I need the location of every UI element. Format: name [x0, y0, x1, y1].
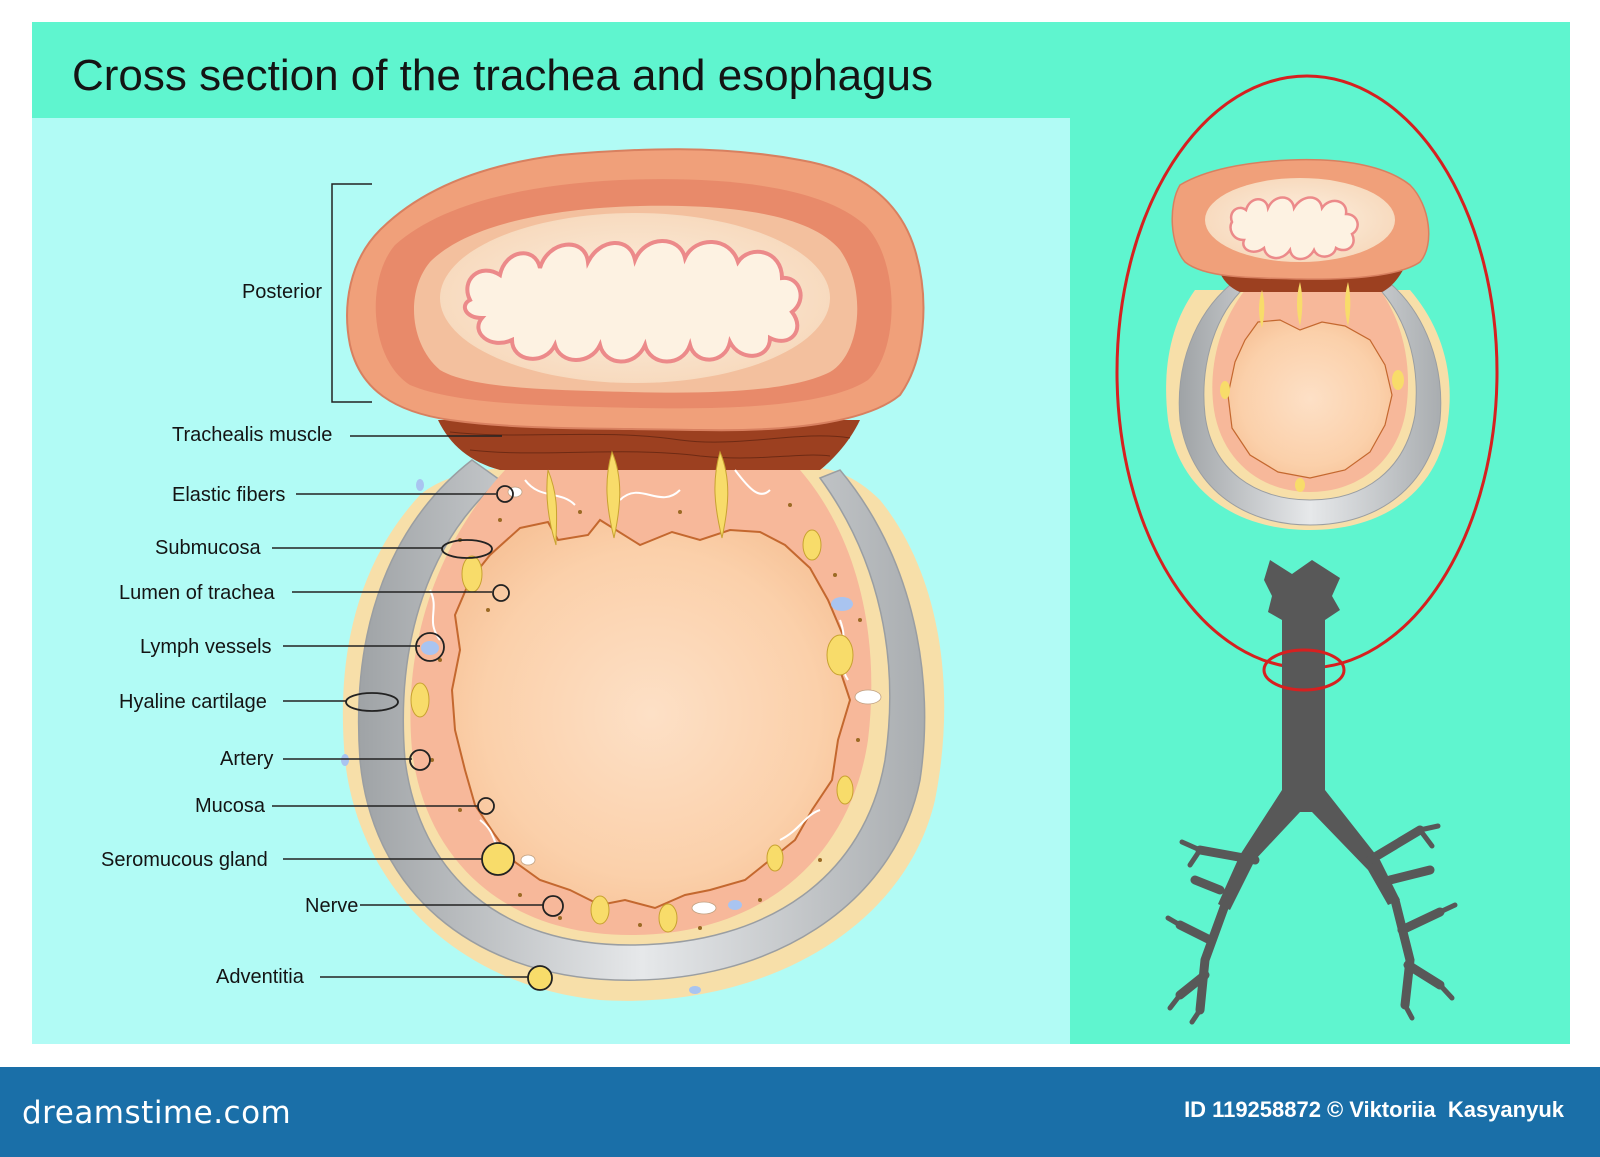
- trachealis-fibers: [449, 431, 851, 459]
- label-lymph-vessels: Lymph vessels: [140, 636, 272, 658]
- marker-adventitia: [527, 965, 553, 991]
- bronchial-twigs: [1165, 823, 1458, 1025]
- label-nerve: Nerve: [305, 895, 358, 917]
- author-name: Viktoriia Kasyanyuk: [1349, 1097, 1564, 1122]
- marker-gland: [481, 842, 515, 876]
- label-hyaline-cartilage: Hyaline cartilage: [119, 691, 267, 713]
- marker-lumen: [492, 584, 510, 602]
- marker-cartilage: [345, 692, 399, 712]
- mini-cartilage: [1178, 284, 1442, 526]
- bronchial-branches: [1175, 825, 1445, 1015]
- label-elastic-fibers: Elastic fibers: [172, 484, 285, 506]
- mini-cross-section: [1166, 158, 1450, 530]
- trachea-cross-section: [341, 420, 945, 1001]
- marker-artery: [409, 749, 431, 771]
- label-adventitia: Adventitia: [216, 966, 305, 988]
- trachea-level-marker: [1262, 648, 1346, 692]
- main-bronchi: [1218, 790, 1400, 910]
- page-title: Cross section of the trachea and esophag…: [72, 51, 933, 100]
- trachea-silhouette: [1264, 560, 1340, 790]
- label-lumen-of-trachea: Lumen of trachea: [119, 582, 276, 604]
- mini-lumen: [1227, 319, 1393, 479]
- esophagus: [346, 148, 925, 432]
- bronchial-tree: [1165, 560, 1458, 1025]
- marker-elastic: [496, 485, 514, 503]
- label-posterior: Posterior: [242, 281, 322, 303]
- lymph-vessel-dots: [341, 479, 853, 994]
- id-number: 119258872: [1212, 1097, 1321, 1122]
- copyright-symbol: ©: [1326, 1097, 1344, 1122]
- marker-mucosa: [477, 797, 495, 815]
- label-trachealis-muscle: Trachealis muscle: [172, 424, 332, 446]
- hyaline-cartilage-ring: [357, 459, 926, 981]
- tissue-speckles: [430, 503, 862, 930]
- esophagus-folded-mucosa: [462, 239, 803, 364]
- id-prefix: ID: [1184, 1097, 1207, 1122]
- posterior-bracket: [331, 183, 372, 403]
- seromucous-glands: [410, 450, 854, 933]
- marker-lymph: [415, 632, 445, 662]
- marker-nerve: [542, 895, 564, 917]
- label-artery: Artery: [220, 748, 273, 770]
- callout-markers: [345, 485, 564, 991]
- marker-submucosa: [441, 539, 493, 559]
- mini-esophagus-mucosa: [1229, 196, 1359, 261]
- brand-logo: dreamstime.com: [22, 1095, 292, 1131]
- label-seromucous-gland: Seromucous gland: [101, 849, 268, 871]
- label-mucosa: Mucosa: [195, 795, 266, 817]
- leader-lines: [272, 183, 544, 978]
- mini-glands: [1220, 282, 1404, 492]
- lumen-of-trachea: [450, 518, 852, 910]
- label-submucosa: Submucosa: [155, 537, 261, 559]
- structure-labels: Posterior Trachealis muscle Elastic fibe…: [101, 281, 358, 988]
